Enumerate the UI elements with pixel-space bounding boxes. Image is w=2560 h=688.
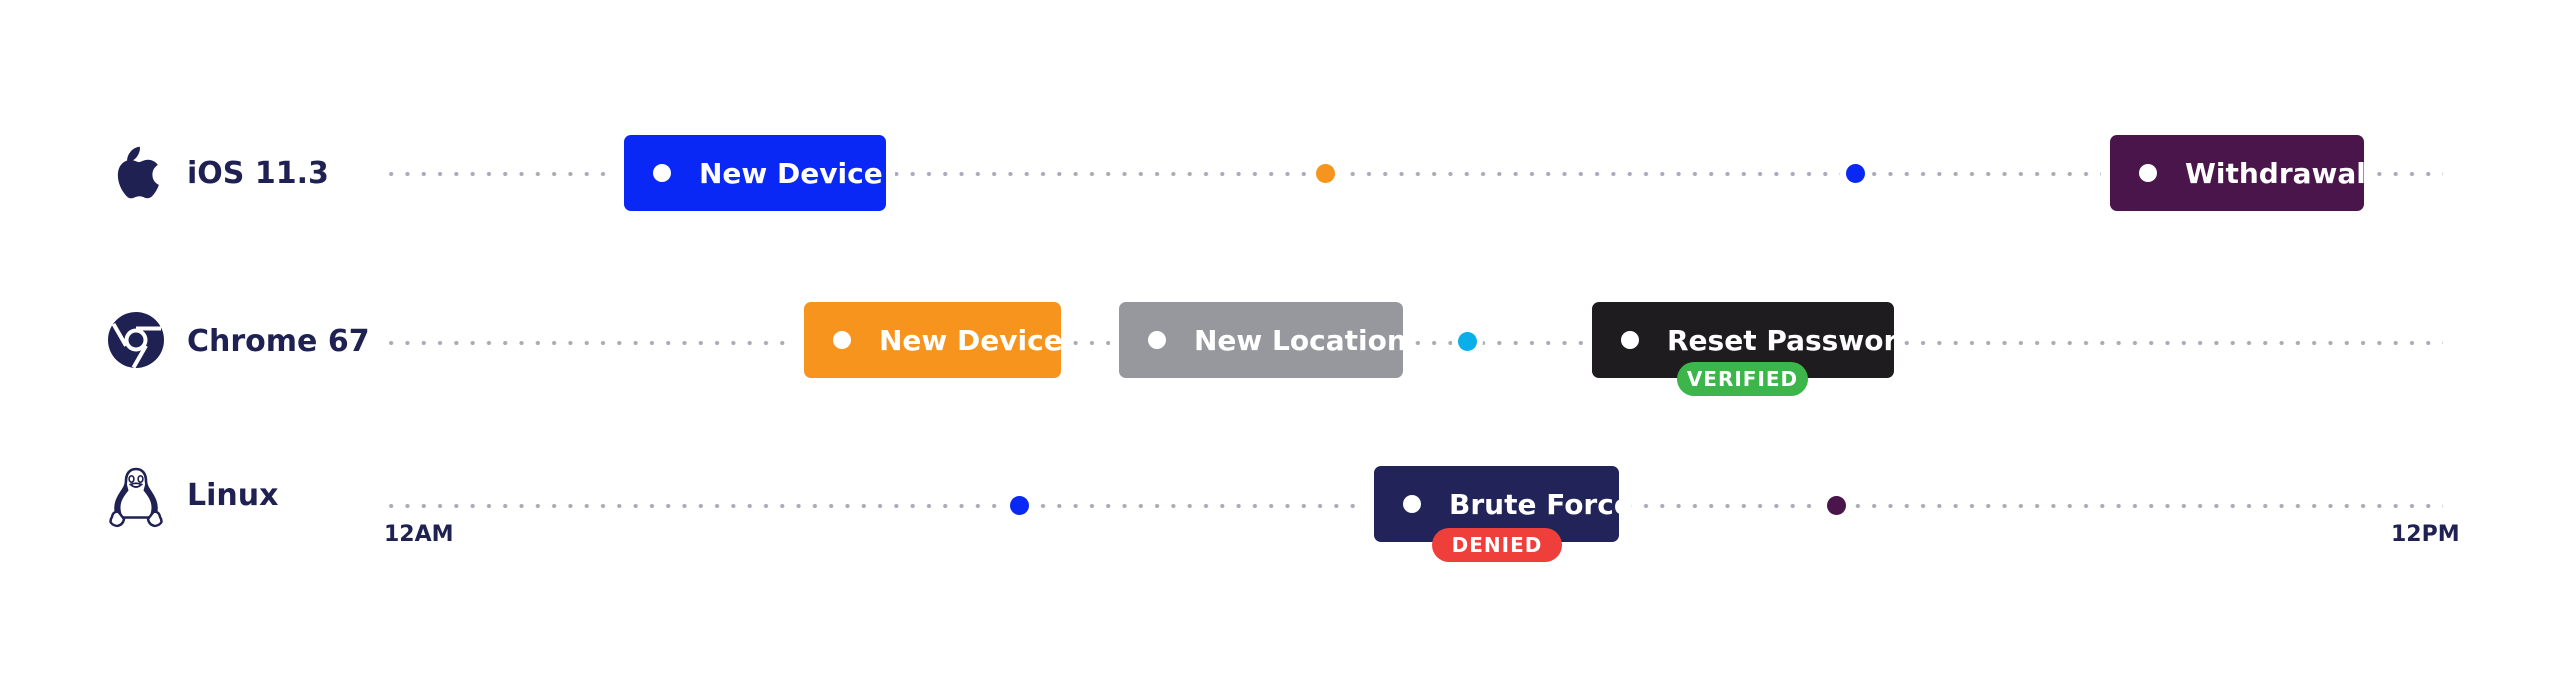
event-bullet [1621, 331, 1639, 349]
event-reset-password-chrome[interactable]: Reset Password [1592, 302, 1917, 378]
event-bullet [2139, 164, 2157, 182]
row-label-linux: Linux [187, 478, 279, 513]
timeline-row-ios: iOS 11.3 New Device Withdrawal [0, 133, 2560, 213]
event-new-device-ios[interactable]: New Device [624, 135, 886, 211]
apple-icon [104, 141, 168, 205]
chrome-icon [104, 308, 168, 372]
event-new-device-chrome[interactable]: New Device [804, 302, 1063, 378]
event-bullet [653, 164, 671, 182]
event-withdrawal-ios[interactable]: Withdrawal [2110, 135, 2366, 211]
timeline-row-linux: Linux Brute Force DENIED [0, 466, 2560, 562]
timeline-row-chrome: Chrome 67 New Device New Location Reset … [0, 302, 2560, 396]
event-bullet [833, 331, 851, 349]
status-badge-denied: DENIED [1432, 528, 1562, 562]
marker-blue[interactable] [1010, 496, 1029, 515]
marker-purple[interactable] [1827, 496, 1846, 515]
row-label-chrome: Chrome 67 [187, 324, 370, 359]
axis-start-label: 12AM [384, 522, 454, 547]
event-bullet [1148, 331, 1166, 349]
marker-cyan[interactable] [1458, 332, 1477, 351]
event-bullet [1403, 495, 1421, 513]
timeline-track [383, 172, 2443, 176]
axis-end-label: 12PM [2391, 522, 2460, 547]
marker-blue[interactable] [1846, 164, 1865, 183]
timeline-track [383, 341, 2443, 345]
status-badge-verified: VERIFIED [1677, 362, 1808, 396]
linux-tux-icon [104, 466, 168, 530]
marker-orange[interactable] [1316, 164, 1335, 183]
row-label-ios: iOS 11.3 [187, 156, 329, 191]
event-new-location-chrome[interactable]: New Location [1119, 302, 1407, 378]
